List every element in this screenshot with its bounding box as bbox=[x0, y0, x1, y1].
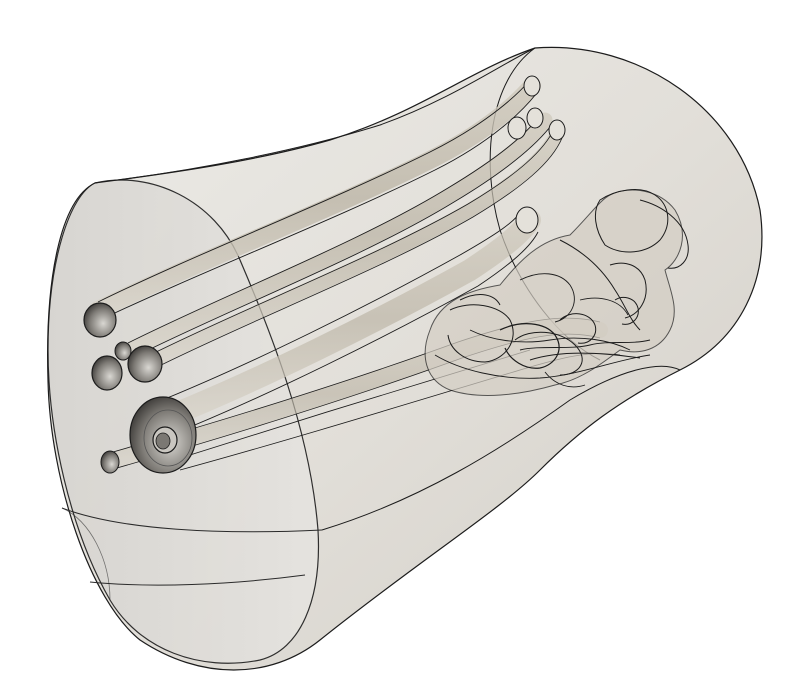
tube-1 bbox=[89, 77, 541, 319]
contour-line-1 bbox=[61, 507, 323, 533]
body-contour-lower bbox=[321, 365, 681, 531]
bore-1 bbox=[83, 302, 117, 338]
bore-2 bbox=[91, 355, 123, 391]
contour-line-3 bbox=[61, 507, 111, 601]
tube-2 bbox=[122, 112, 553, 358]
bore-3 bbox=[114, 341, 132, 361]
internal-insert bbox=[424, 189, 689, 396]
front-bores bbox=[83, 302, 197, 474]
bore-5 bbox=[100, 450, 120, 474]
contour-line-2 bbox=[89, 574, 306, 586]
insert-body bbox=[424, 189, 683, 396]
rear-ports bbox=[507, 75, 566, 234]
tube-3 bbox=[143, 125, 565, 369]
tube-4 bbox=[149, 209, 541, 431]
bore-4 bbox=[127, 345, 163, 383]
body-contour-upper bbox=[94, 47, 536, 184]
